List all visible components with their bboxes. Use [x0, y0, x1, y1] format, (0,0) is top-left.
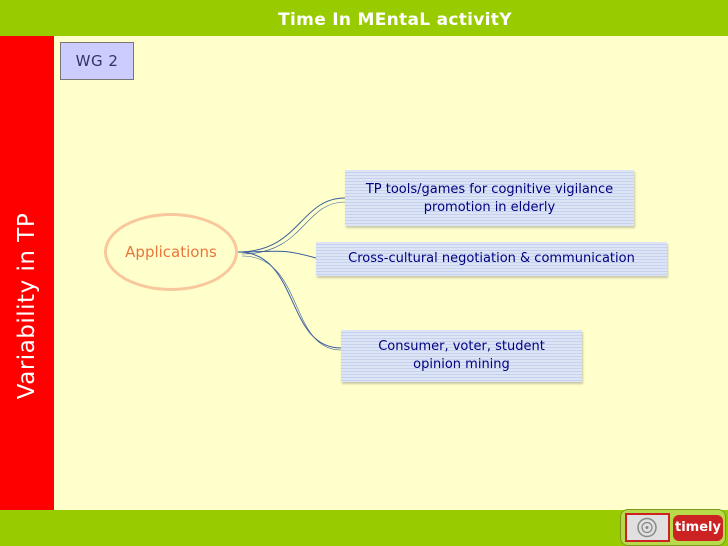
node-opinion-mining-line2: opinion mining [413, 357, 510, 372]
node-opinion-mining-line1: Consumer, voter, student [378, 339, 545, 354]
connector-to-node-1b [241, 201, 346, 255]
connector-to-node-1 [237, 197, 346, 253]
node-cross-cultural-line1: Cross-cultural negotiation & communicati… [348, 251, 635, 266]
footer-bar [0, 510, 728, 546]
node-tp-tools: TP tools/games for cognitive vigilance p… [345, 170, 634, 226]
applications-hub: Applications [104, 213, 238, 291]
sidebar-band: Variability in TP [0, 36, 54, 510]
connector-to-node-3b [241, 255, 342, 351]
logo-text: timely [673, 515, 723, 541]
node-tp-tools-line2: promotion in elderly [423, 200, 556, 215]
connector-to-node-2 [237, 250, 317, 259]
header-bar: Time In MEntaL activitY [0, 0, 728, 36]
wg-badge: WG 2 [60, 42, 134, 80]
timely-logo: timely [620, 509, 726, 546]
logo-emblem-icon [625, 513, 670, 542]
node-tp-tools-line1: TP tools/games for cognitive vigilance [365, 182, 614, 197]
slide-title: Time In MEntaL activitY [278, 10, 512, 30]
node-opinion-mining: Consumer, voter, student opinion mining [341, 330, 582, 382]
node-cross-cultural: Cross-cultural negotiation & communicati… [316, 242, 667, 276]
connector-to-node-3 [237, 251, 342, 349]
